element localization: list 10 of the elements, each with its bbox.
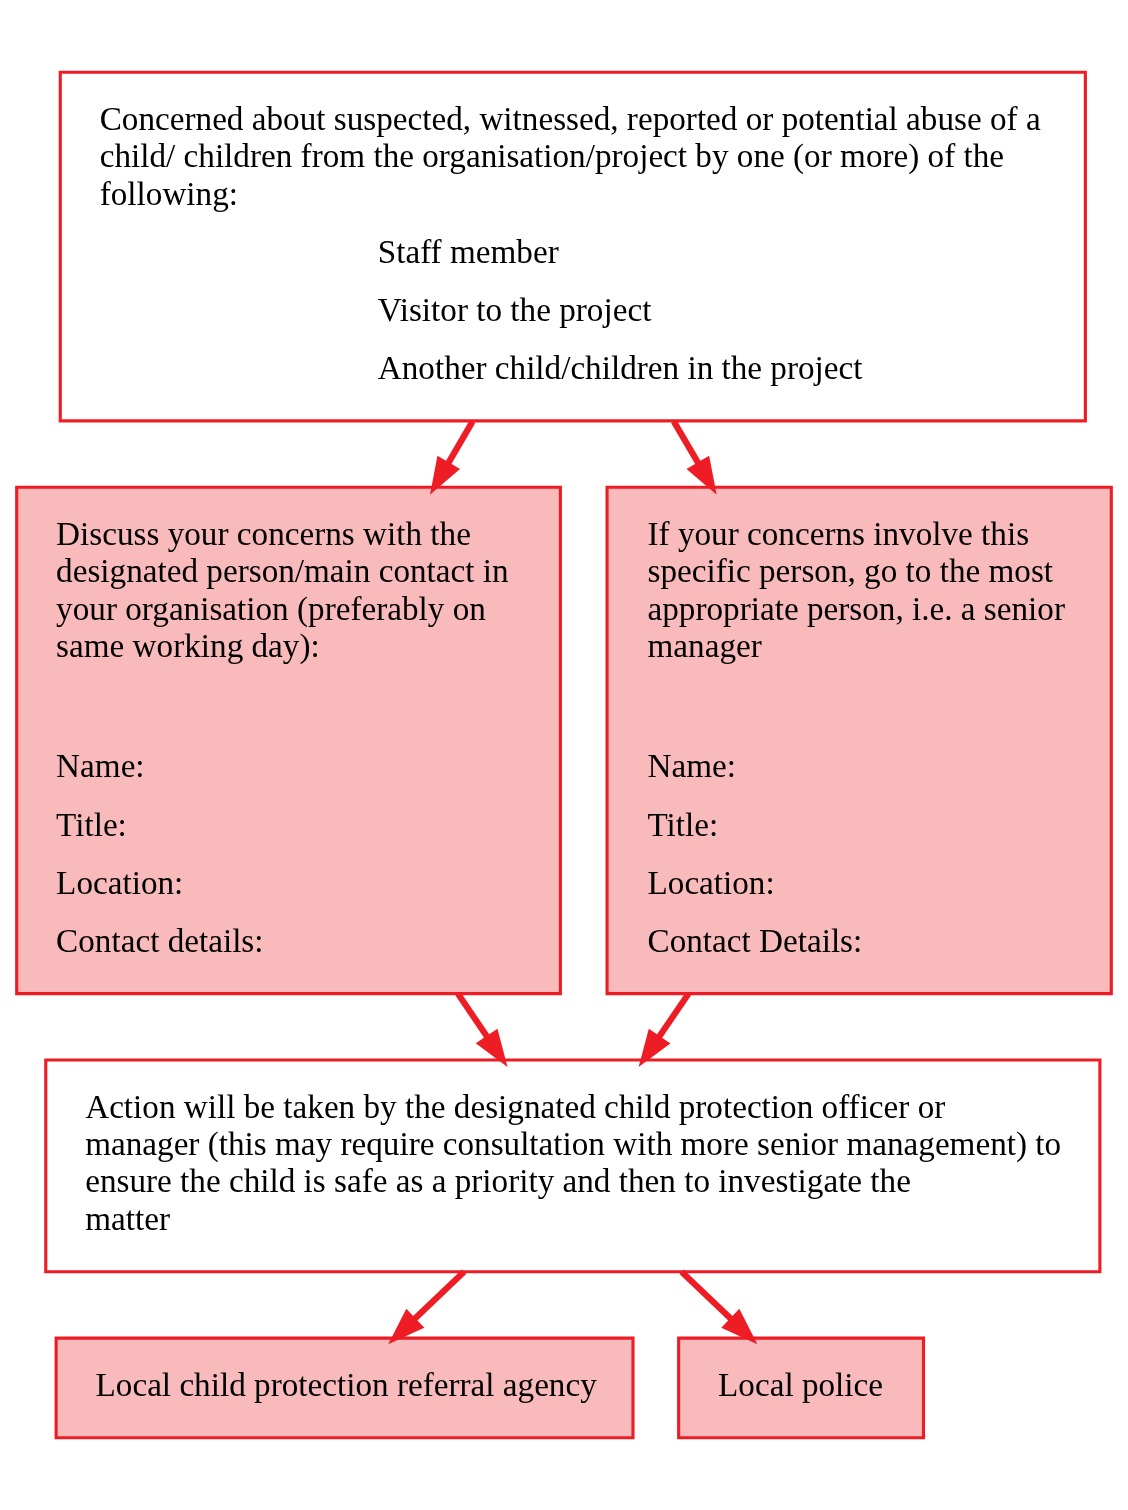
node-box: Local police xyxy=(677,1336,926,1440)
arrow xyxy=(388,1269,467,1345)
arrow xyxy=(671,419,717,495)
node-box: Action will be taken by the designated child protection officer or manager (this may require consultation with more senior management) to ensure the child is safe as a priority and then to investigate the matter xyxy=(44,1058,1102,1274)
node-box: Discuss your concerns with the designated person/main contact in your organisation (preferably on same working day): Name: Title: Location: Contact details: xyxy=(15,485,562,996)
arrow xyxy=(429,419,476,495)
arrow xyxy=(679,1269,758,1345)
node-box: If your concerns involve this specific person, go to the most appropriate person, i.e. a senior manager Name: Title: Location: Contact Details: xyxy=(605,485,1113,996)
node-box: Concerned about suspected, witnessed, reported or potential abuse of a child/ children from the organisation/project by one (or more) of the following: Staff member Visitor to the project Another child/children in the project xyxy=(58,70,1087,423)
node-box: Local child protection referral agency xyxy=(54,1336,635,1440)
